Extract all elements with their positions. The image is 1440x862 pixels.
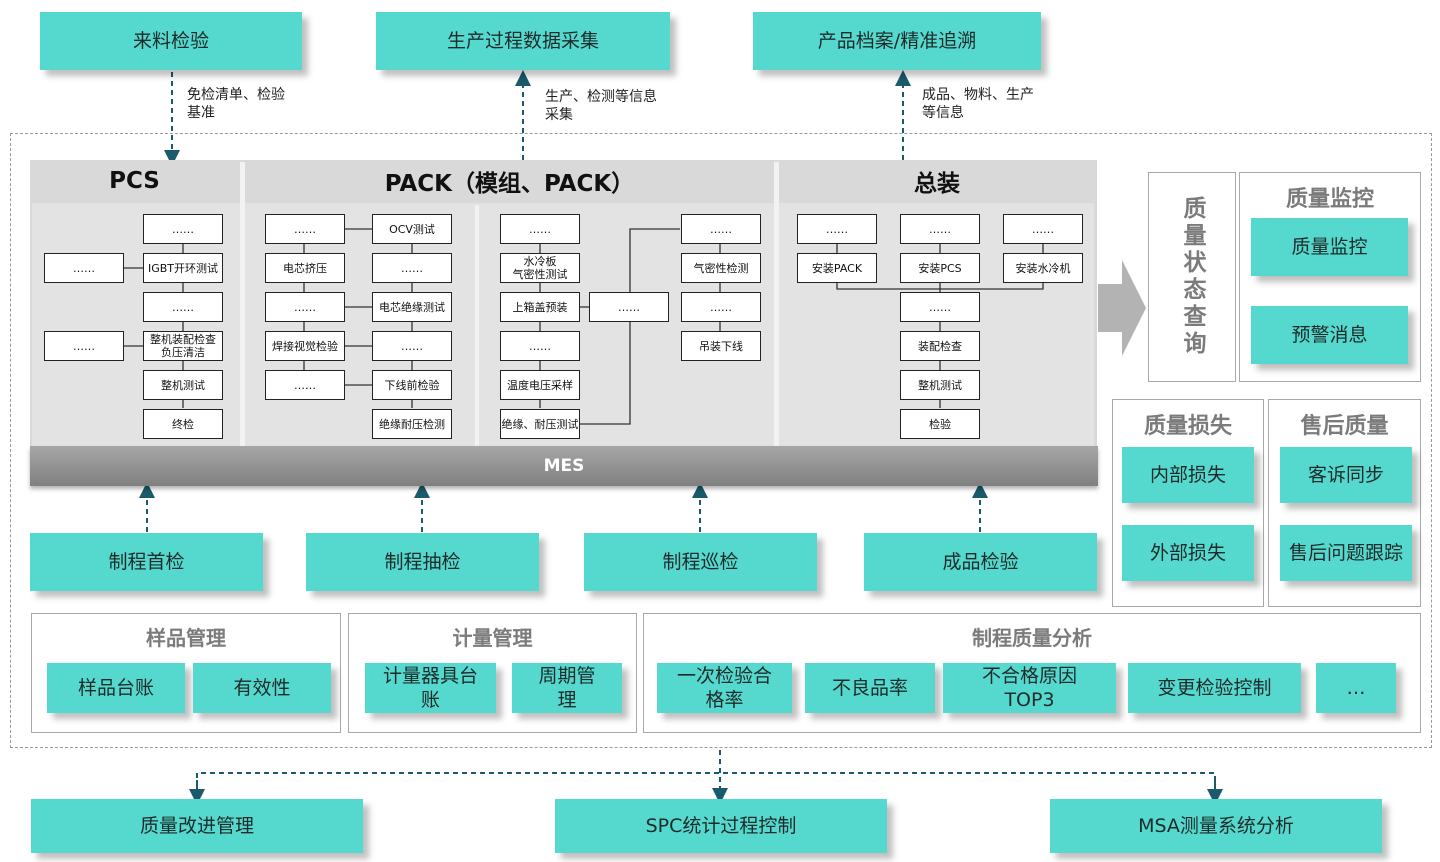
pcs-left-step[interactable]: …… bbox=[44, 331, 124, 361]
pack-cell-step[interactable]: 焊接视觉检验 bbox=[265, 331, 345, 361]
section-final: 总装 bbox=[780, 162, 1094, 200]
pack-assembly-step[interactable]: 水冷板 气密性测试 bbox=[500, 253, 580, 283]
validity-button[interactable]: 有效性 bbox=[193, 663, 331, 713]
more-button[interactable]: … bbox=[1316, 663, 1396, 713]
spc-box[interactable]: SPC统计过程控制 bbox=[555, 799, 887, 853]
aftersale-tracking-button[interactable]: 售后问题跟踪 bbox=[1280, 525, 1412, 581]
product-archive-box[interactable]: 产品档案/精准追溯 bbox=[753, 12, 1041, 70]
sample-title: 样品管理 bbox=[146, 626, 226, 650]
archive-note: 成品、物料、生产等信息 bbox=[922, 87, 1034, 121]
first-article-inspection[interactable]: 制程首检 bbox=[30, 533, 263, 591]
pcs-left-step[interactable]: …… bbox=[44, 253, 124, 283]
pack-cell-step[interactable]: …… bbox=[265, 292, 345, 322]
loss-title: 质量损失 bbox=[1143, 414, 1232, 439]
final-step[interactable]: 安装水冷机 bbox=[1003, 253, 1083, 283]
msa-box[interactable]: MSA测量系统分析 bbox=[1050, 799, 1382, 853]
aftersale-title: 售后质量 bbox=[1300, 414, 1389, 439]
monitor-title: 质量监控 bbox=[1285, 187, 1374, 212]
final-step[interactable]: …… bbox=[900, 214, 980, 244]
process-analysis-title: 制程质量分析 bbox=[972, 626, 1092, 650]
defect-rate-button[interactable]: 不良品率 bbox=[805, 663, 935, 713]
divider bbox=[240, 162, 245, 448]
quality-improvement-box[interactable]: 质量改进管理 bbox=[31, 799, 363, 853]
pack-final-step[interactable]: …… bbox=[681, 214, 761, 244]
pcs-step[interactable]: …… bbox=[143, 292, 223, 322]
pack-test-step[interactable]: …… bbox=[372, 253, 452, 283]
warning-message-button[interactable]: 预警消息 bbox=[1251, 306, 1408, 364]
final-step[interactable]: 安装PACK bbox=[797, 253, 877, 283]
data-collection-box[interactable]: 生产过程数据采集 bbox=[376, 12, 670, 70]
pack-test-step[interactable]: 绝缘耐压检测 bbox=[372, 409, 452, 439]
pack-test-step[interactable]: 电芯绝缘测试 bbox=[372, 292, 452, 322]
sample-ledger-button[interactable]: 样品台账 bbox=[47, 663, 185, 713]
quality-status-query-label: 质量状态查询 bbox=[1179, 196, 1205, 358]
metrology-title: 计量管理 bbox=[452, 626, 533, 650]
pack-assembly-step[interactable]: 绝缘、耐压测试 bbox=[500, 409, 580, 439]
divider bbox=[774, 162, 779, 448]
pack-cell-step[interactable]: 电芯挤压 bbox=[265, 253, 345, 283]
incoming-note: 免检清单、检验基准 bbox=[187, 87, 285, 121]
section-pcs: PCS bbox=[32, 162, 237, 200]
qms-boundary bbox=[10, 133, 1432, 748]
mes-bar[interactable]: MES bbox=[30, 446, 1098, 486]
final-step[interactable]: 检验 bbox=[900, 409, 980, 439]
quality-monitor-button[interactable]: 质量监控 bbox=[1251, 218, 1408, 276]
final-step[interactable]: …… bbox=[1003, 214, 1083, 244]
cycle-management-button[interactable]: 周期管理 bbox=[512, 663, 622, 713]
gauge-ledger-button[interactable]: 计量器具台账 bbox=[365, 663, 496, 713]
pack-assembly-step[interactable]: …… bbox=[500, 214, 580, 244]
complaint-sync-button[interactable]: 客诉同步 bbox=[1280, 447, 1412, 503]
first-pass-yield-button[interactable]: 一次检验合格率 bbox=[657, 663, 792, 713]
final-product-inspection[interactable]: 成品检验 bbox=[864, 533, 1097, 591]
pack-cell-step[interactable]: …… bbox=[265, 214, 345, 244]
pack-final-step[interactable]: 吊装下线 bbox=[681, 331, 761, 361]
external-loss-button[interactable]: 外部损失 bbox=[1122, 525, 1254, 581]
change-control-button[interactable]: 变更检验控制 bbox=[1128, 663, 1301, 713]
final-step[interactable]: 安装PCS bbox=[900, 253, 980, 283]
pack-test-step[interactable]: …… bbox=[372, 331, 452, 361]
pcs-step[interactable]: 整机测试 bbox=[143, 370, 223, 400]
pack-test-step[interactable]: OCV测试 bbox=[372, 214, 452, 244]
pcs-step[interactable]: IGBT开环测试 bbox=[143, 253, 223, 283]
internal-loss-button[interactable]: 内部损失 bbox=[1122, 447, 1254, 503]
final-step[interactable]: …… bbox=[900, 292, 980, 322]
pack-side-step[interactable]: …… bbox=[589, 292, 669, 322]
pack-final-step[interactable]: 气密性检测 bbox=[681, 253, 761, 283]
pack-assembly-step[interactable]: 上箱盖预装 bbox=[500, 292, 580, 322]
pack-test-step[interactable]: 下线前检验 bbox=[372, 370, 452, 400]
quality-status-query[interactable]: 质量状态查询 bbox=[1148, 172, 1236, 382]
pcs-step[interactable]: …… bbox=[143, 214, 223, 244]
final-step[interactable]: 装配检查 bbox=[900, 331, 980, 361]
top3-causes-button[interactable]: 不合格原因TOP3 bbox=[943, 663, 1116, 713]
pack-final-step[interactable]: …… bbox=[681, 292, 761, 322]
section-pack: PACK（模组、PACK） bbox=[247, 162, 772, 200]
pack-assembly-step[interactable]: 温度电压采样 bbox=[500, 370, 580, 400]
pack-assembly-step[interactable]: …… bbox=[500, 331, 580, 361]
patrol-inspection[interactable]: 制程巡检 bbox=[584, 533, 817, 591]
incoming-inspection-box[interactable]: 来料检验 bbox=[40, 12, 302, 70]
divider bbox=[475, 205, 479, 448]
pcs-step[interactable]: 整机装配检查 负压清洁 bbox=[143, 331, 223, 361]
final-step[interactable]: …… bbox=[797, 214, 877, 244]
collect-note: 生产、检测等信息采集 bbox=[545, 89, 657, 123]
final-step[interactable]: 整机测试 bbox=[900, 370, 980, 400]
sampling-inspection[interactable]: 制程抽检 bbox=[306, 533, 539, 591]
pack-cell-step[interactable]: …… bbox=[265, 370, 345, 400]
pcs-step[interactable]: 终检 bbox=[143, 409, 223, 439]
